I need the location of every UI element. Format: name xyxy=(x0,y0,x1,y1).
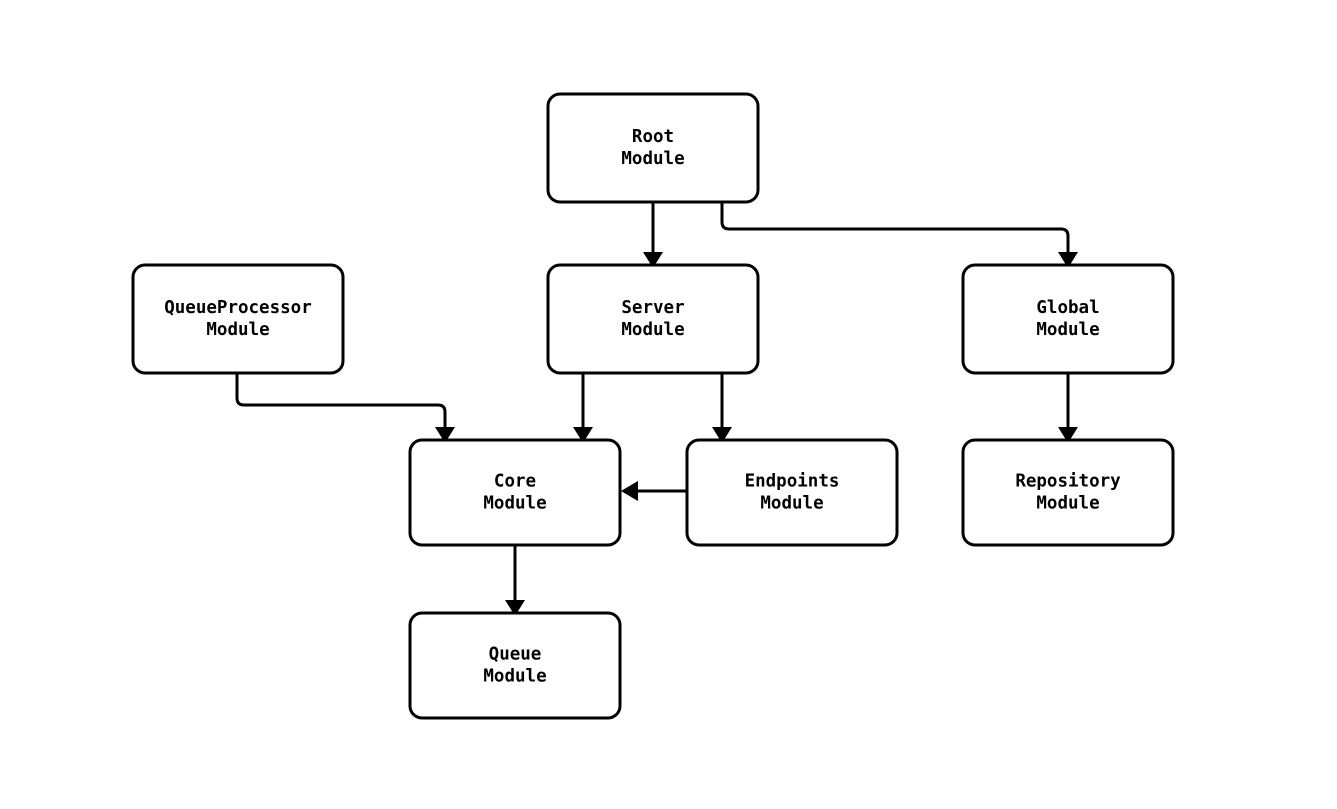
core-module-box[interactable] xyxy=(408,438,622,547)
edge-endpoints-to-core-arrowhead-icon xyxy=(621,481,638,501)
edge-server-to-endpoints-arrowhead-icon xyxy=(712,427,732,443)
edge-root-to-global-line xyxy=(720,202,1070,252)
global-module-label-line1: Global xyxy=(1036,298,1099,318)
edge-global-to-repository xyxy=(1058,373,1078,443)
edge-global-to-repository-arrowhead-icon xyxy=(1058,427,1078,443)
repository-module-label-line2: Module xyxy=(1036,494,1099,514)
edge-core-to-queue xyxy=(505,545,525,616)
server-module-box[interactable] xyxy=(546,263,760,375)
edge-root-to-global-arrowhead-icon xyxy=(1058,252,1078,268)
global-module-label-line2: Module xyxy=(1036,320,1099,340)
edge-root-to-server-arrowhead-icon xyxy=(643,252,663,268)
edge-server-to-endpoints xyxy=(712,373,732,443)
queueprocessor-module-label-line1: QueueProcessor xyxy=(164,298,312,318)
queueprocessor-module-box[interactable] xyxy=(131,263,345,375)
edge-queueprocessor-to-core-arrowhead-icon xyxy=(435,427,455,443)
edge-server-to-core xyxy=(573,373,593,443)
server-module-label-line1: Server xyxy=(621,298,684,318)
edge-server-to-core-arrowhead-icon xyxy=(573,427,593,443)
edge-queueprocessor-to-core xyxy=(235,373,455,443)
edge-core-to-queue-arrowhead-icon xyxy=(505,600,525,616)
endpoints-module-box[interactable] xyxy=(685,438,899,547)
queue-module-label-line2: Module xyxy=(483,667,546,687)
edge-queueprocessor-to-core-line xyxy=(235,373,447,427)
core-module-label-line2: Module xyxy=(483,494,546,514)
queue-module-label-line1: Queue xyxy=(489,645,542,665)
repository-module-label-line1: Repository xyxy=(1015,472,1121,492)
repository-module-box[interactable] xyxy=(961,438,1175,547)
core-module-label-line1: Core xyxy=(494,472,536,492)
edge-root-to-server xyxy=(643,202,663,268)
root-module-box[interactable] xyxy=(546,92,760,204)
edge-root-to-global xyxy=(720,202,1078,268)
queueprocessor-module-label-line2: Module xyxy=(206,320,269,340)
endpoints-module-label-line2: Module xyxy=(760,494,823,514)
server-module-label-line2: Module xyxy=(621,320,684,340)
global-module-box[interactable] xyxy=(961,263,1175,375)
nodes-layer: RootModuleQueueProcessorModuleServerModu… xyxy=(131,92,1175,720)
root-module-label-line2: Module xyxy=(621,149,684,169)
edges-layer xyxy=(235,202,1078,616)
root-module-label-line1: Root xyxy=(632,127,674,147)
queue-module-box[interactable] xyxy=(408,611,622,720)
endpoints-module-label-line1: Endpoints xyxy=(745,472,840,492)
edge-endpoints-to-core xyxy=(621,481,687,501)
